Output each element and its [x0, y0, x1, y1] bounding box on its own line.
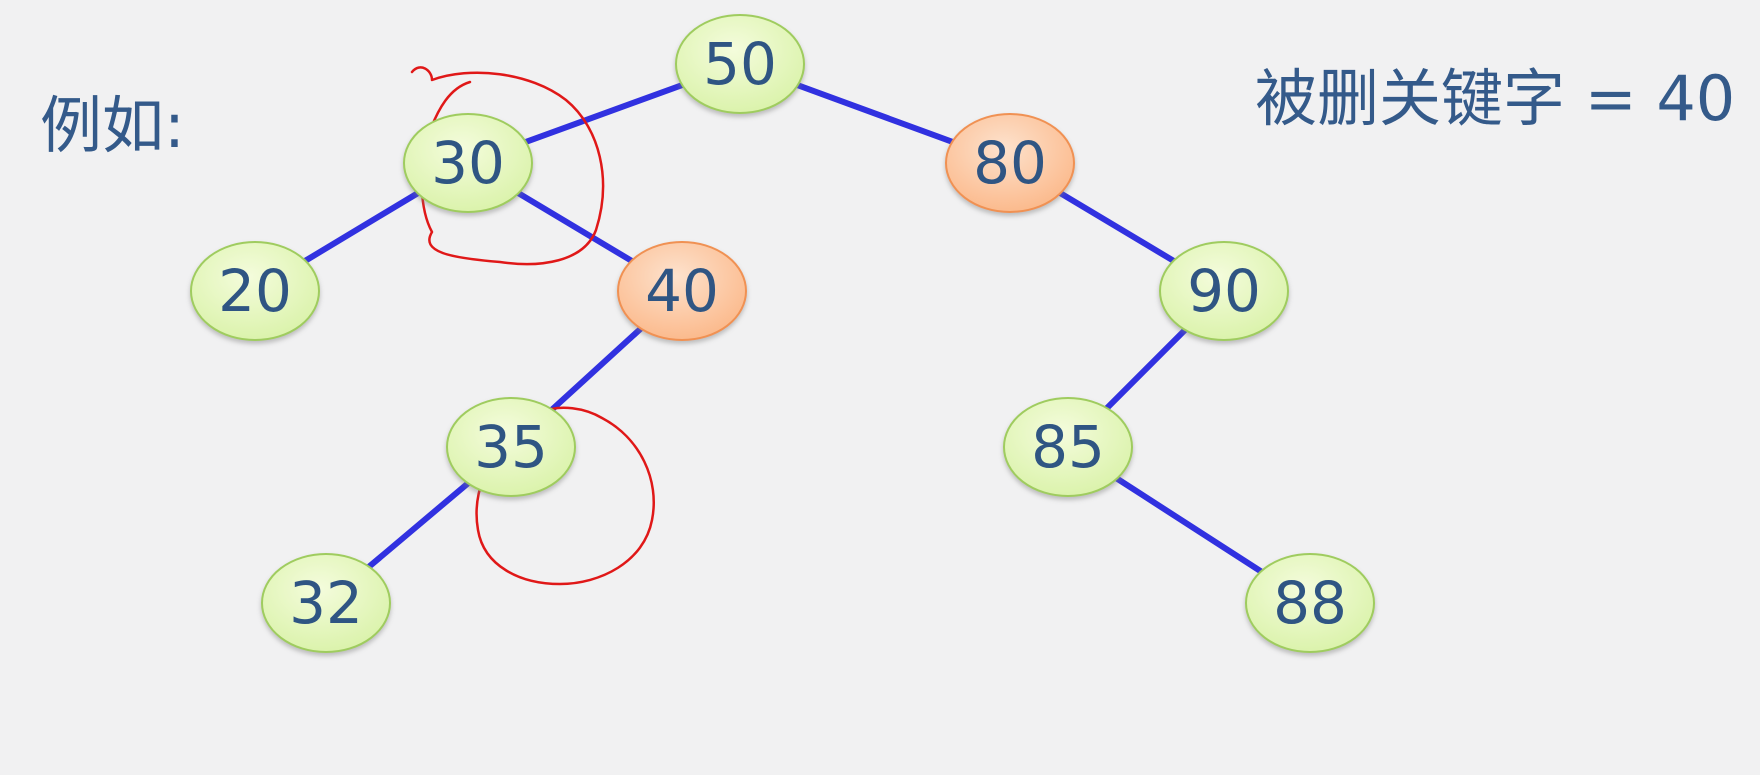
tree-node-30: 30	[403, 113, 533, 213]
tree-node-35: 35	[446, 397, 576, 497]
node-ellipse	[261, 553, 391, 653]
edge-30-40	[515, 190, 635, 264]
tree-node-85: 85	[1003, 397, 1133, 497]
node-label: 30	[431, 129, 505, 197]
node-label: 35	[474, 413, 548, 481]
node-ellipse	[403, 113, 533, 213]
tree-nodes: 50 30 80 20 40 90 35 85 32 88	[190, 14, 1375, 653]
tree-edges	[302, 82, 1265, 575]
node-label: 90	[1187, 257, 1261, 325]
node-label: 32	[289, 569, 363, 637]
tree-node-40: 40	[617, 241, 747, 341]
deleted-key-label: 被删关键字 = 40	[1255, 62, 1736, 135]
tree-node-20: 20	[190, 241, 320, 341]
edge-35-32	[366, 480, 471, 570]
edge-90-85	[1103, 326, 1189, 412]
edge-40-35	[549, 325, 644, 413]
edge-50-80	[794, 82, 956, 145]
node-ellipse	[945, 113, 1075, 213]
node-ellipse	[617, 241, 747, 341]
red-circle-annotation-35	[475, 406, 655, 586]
node-ellipse	[446, 397, 576, 497]
tree-node-32: 32	[261, 553, 391, 653]
node-ellipse	[1245, 553, 1375, 653]
node-label: 40	[645, 257, 719, 325]
example-label: 例如:	[40, 89, 185, 162]
edge-50-30	[522, 82, 686, 145]
node-label: 80	[973, 129, 1047, 197]
node-label: 50	[703, 30, 777, 98]
tree-node-88: 88	[1245, 553, 1375, 653]
edge-30-20	[302, 190, 421, 264]
node-label: 20	[218, 257, 292, 325]
edge-80-90	[1057, 190, 1177, 264]
node-ellipse	[1159, 241, 1289, 341]
node-ellipse	[675, 14, 805, 114]
node-ellipse	[190, 241, 320, 341]
tree-node-50: 50	[675, 14, 805, 114]
tree-node-90: 90	[1159, 241, 1289, 341]
node-label: 85	[1031, 413, 1105, 481]
node-label: 88	[1273, 569, 1347, 637]
tree-node-80: 80	[945, 113, 1075, 213]
edge-85-88	[1113, 475, 1265, 575]
node-ellipse	[1003, 397, 1133, 497]
